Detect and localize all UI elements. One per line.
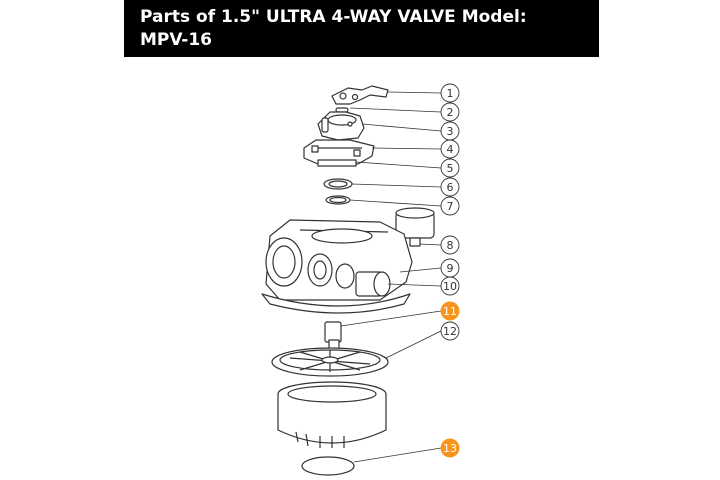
callout-number-2: 2 <box>447 106 454 119</box>
part-pressure-gauge <box>395 207 435 247</box>
callout-number-10: 10 <box>443 280 457 293</box>
callout-7: 7 <box>440 196 460 216</box>
leader-line-12 <box>385 330 442 359</box>
callout-circle-13 <box>440 438 460 458</box>
callout-circle-10 <box>440 276 460 296</box>
part-rotor-disc <box>271 347 389 377</box>
callout-circle-2 <box>440 102 460 122</box>
title-line-2: MPV-16 <box>140 30 213 50</box>
callout-number-3: 3 <box>447 125 454 138</box>
callout-10: 10 <box>440 276 460 296</box>
callout-circle-11 <box>440 301 460 321</box>
callout-12: 12 <box>440 321 460 341</box>
title-banner: Parts of 1.5" ULTRA 4-WAY VALVE Model: M… <box>124 0 599 57</box>
leader-line-8 <box>419 243 442 246</box>
callout-number-12: 12 <box>443 325 457 338</box>
part-o-ring-2 <box>325 195 351 205</box>
leader-line-2 <box>349 107 442 113</box>
callout-6: 6 <box>440 177 460 197</box>
callout-circle-12 <box>440 321 460 341</box>
callout-number-6: 6 <box>447 181 454 194</box>
title-line-1: Parts of 1.5" ULTRA 4-WAY VALVE Model: <box>140 7 527 27</box>
leader-line-6 <box>351 183 442 188</box>
part-bottom-housing <box>277 381 387 448</box>
callout-number-5: 5 <box>447 162 454 175</box>
callout-circle-8 <box>440 235 460 255</box>
part-cover-base <box>303 139 375 167</box>
leader-line-3 <box>361 123 442 132</box>
callout-8: 8 <box>440 235 460 255</box>
callout-number-9: 9 <box>447 262 454 275</box>
part-o-ring <box>323 178 353 190</box>
part-handle <box>331 85 389 105</box>
part-port-adapter <box>335 263 355 289</box>
callout-4: 4 <box>440 139 460 159</box>
leader-line-13 <box>353 447 442 463</box>
callout-circle-7 <box>440 196 460 216</box>
callout-1: 1 <box>440 83 460 103</box>
callout-number-13: 13 <box>443 442 457 455</box>
leader-line-1 <box>387 91 442 94</box>
part-seal-disc <box>301 456 355 476</box>
leader-line-5 <box>355 161 442 169</box>
callout-13: 13 <box>440 438 460 458</box>
part-shaft <box>324 321 342 355</box>
callout-11: 11 <box>440 301 460 321</box>
callout-3: 3 <box>440 121 460 141</box>
callout-circle-4 <box>440 139 460 159</box>
callout-number-1: 1 <box>447 87 454 100</box>
callout-number-7: 7 <box>447 200 454 213</box>
part-valve-body <box>261 219 413 314</box>
callout-circle-6 <box>440 177 460 197</box>
callout-9: 9 <box>440 258 460 278</box>
leader-line-7 <box>349 199 442 207</box>
callout-number-8: 8 <box>447 239 454 252</box>
callout-5: 5 <box>440 158 460 178</box>
leader-line-11 <box>340 310 442 327</box>
leader-line-9 <box>399 267 442 273</box>
leader-line-10 <box>387 283 442 287</box>
callout-number-4: 4 <box>447 143 454 156</box>
part-cover <box>317 111 365 141</box>
callout-circle-1 <box>440 83 460 103</box>
leader-line-4 <box>371 147 442 150</box>
callout-2: 2 <box>440 102 460 122</box>
callout-circle-5 <box>440 158 460 178</box>
callout-number-11: 11 <box>443 305 457 318</box>
part-pipe-fitting <box>355 271 391 297</box>
